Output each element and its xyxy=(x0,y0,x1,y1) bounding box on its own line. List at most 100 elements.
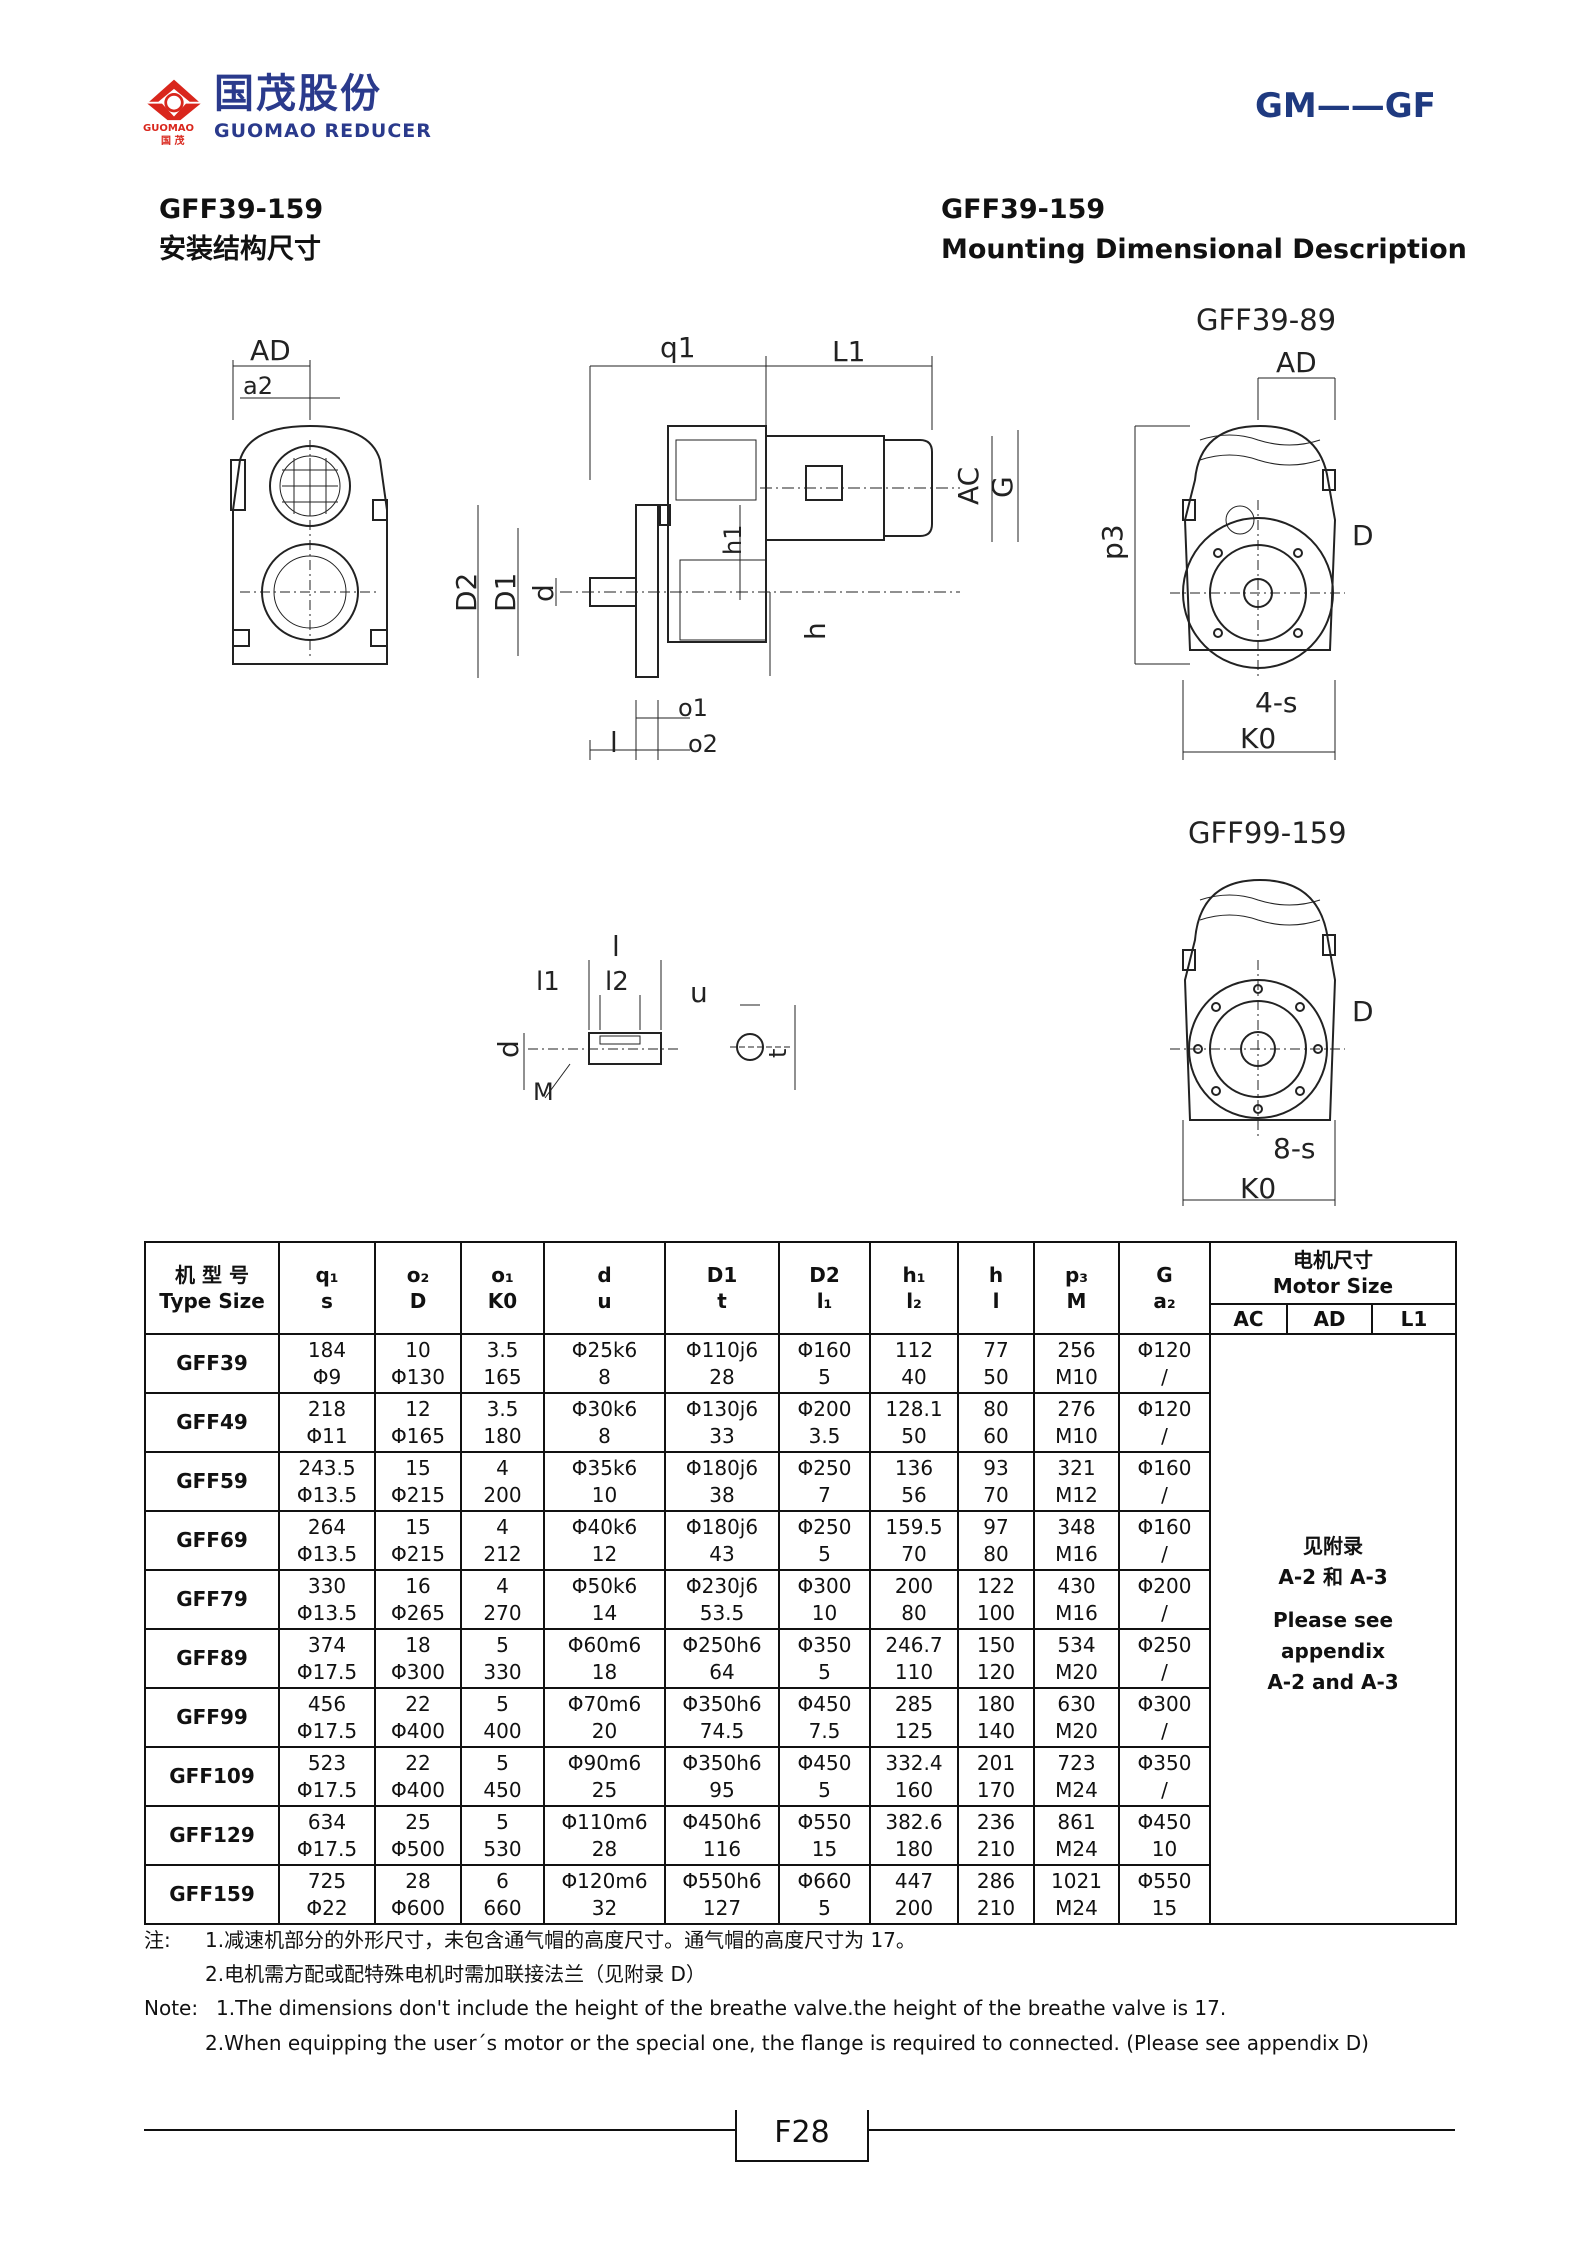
label-l: l xyxy=(610,726,618,759)
cell-top: Φ110m6 xyxy=(561,1809,648,1834)
cell-top: 128.1 xyxy=(885,1396,943,1421)
label-4s: 4-s xyxy=(1255,686,1298,719)
cell-top: Φ450 xyxy=(1137,1809,1192,1834)
label-d-bottom: D xyxy=(1352,995,1374,1028)
cell-bottom: / xyxy=(1161,1423,1168,1448)
cell-bottom: 10 xyxy=(811,1600,838,1625)
cell-bottom: 20 xyxy=(591,1718,618,1743)
cell-top: 6 xyxy=(496,1868,509,1893)
cell-top: 456 xyxy=(307,1691,347,1716)
cell-top: 15 xyxy=(405,1514,431,1539)
table-cell: Φ300/ xyxy=(1118,1687,1211,1748)
cell-top: Φ60m6 xyxy=(567,1632,642,1657)
technical-drawings: AD a2 q1 L1 AC G h1 h D2 D1 d o1 o2 l GF… xyxy=(230,303,1374,1206)
cell-top: Φ250 xyxy=(797,1455,852,1480)
cell-top: Φ300 xyxy=(797,1573,852,1598)
column-header-bottom: D xyxy=(409,1289,427,1313)
motor-size-note: 见附录 A-2 和 A-3 Please see appendix A-2 an… xyxy=(1208,1333,1458,1925)
cell-top: Φ550h6 xyxy=(682,1868,762,1893)
cell-bottom: 8 xyxy=(598,1364,611,1389)
cell-top: 630 xyxy=(1057,1691,1096,1716)
cell-top: Φ550 xyxy=(797,1809,852,1834)
cell-bottom: 210 xyxy=(976,1836,1016,1861)
cell-top: Φ250h6 xyxy=(682,1632,762,1657)
label-d: d xyxy=(527,584,560,602)
cell-bottom: 100 xyxy=(976,1600,1016,1625)
cell-top: Φ450h6 xyxy=(682,1809,762,1834)
note-cn-2: 2.电机需方配或配特殊电机时需加联接法兰（见附录 D） xyxy=(205,1962,706,1986)
cell-bottom: 5 xyxy=(818,1541,831,1566)
cell-top: Φ180j6 xyxy=(685,1455,759,1480)
cell-bottom: 15 xyxy=(811,1836,838,1861)
cell-top: Φ450 xyxy=(797,1750,852,1775)
column-header-top: h₁ xyxy=(902,1263,926,1287)
cell-bottom: 5 xyxy=(818,1777,831,1802)
cell-top: Φ250 xyxy=(797,1514,852,1539)
cell-bottom: M24 xyxy=(1055,1777,1098,1802)
title-left-model: GFF39-159 xyxy=(159,194,324,225)
shaft-label-l1: l1 xyxy=(536,967,560,997)
cell-top: 159.5 xyxy=(885,1514,943,1539)
cell-top: Φ350 xyxy=(1137,1750,1192,1775)
table-cell: Φ200/ xyxy=(1118,1569,1211,1630)
note-cn-label: 注: xyxy=(144,1928,171,1952)
column-header-bottom: a₂ xyxy=(1153,1289,1176,1313)
cell-top: Φ350 xyxy=(797,1632,852,1657)
title-right-desc: Mounting Dimensional Description xyxy=(941,234,1467,265)
shaft-label-d: d xyxy=(492,1040,525,1058)
title-left: GFF39-159 安装结构尺寸 xyxy=(159,190,323,270)
cell-top: 25 xyxy=(405,1809,431,1834)
cell-top: 430 xyxy=(1057,1573,1096,1598)
cell-bottom: 180 xyxy=(483,1423,522,1448)
column-header-bottom: M xyxy=(1066,1289,1087,1313)
table-cell: Φ120/ xyxy=(1118,1392,1211,1453)
cell-top: 3.5 xyxy=(486,1396,519,1421)
type-size: GFF79 xyxy=(144,1569,280,1630)
motor-note-en3: A-2 and A-3 xyxy=(1267,1669,1399,1694)
cell-bottom: Φ600 xyxy=(391,1895,445,1920)
type-size: GFF99 xyxy=(144,1687,280,1748)
cell-top: Φ450 xyxy=(797,1691,852,1716)
shaft-label-t: t xyxy=(764,1049,792,1058)
cell-bottom: 14 xyxy=(591,1600,618,1625)
side-view-drawing xyxy=(477,356,1019,760)
cell-top: 184 xyxy=(307,1337,347,1362)
end-view-gff99-159-drawing xyxy=(1170,878,1345,1206)
cell-bottom: 160 xyxy=(894,1777,934,1802)
label-o2: o2 xyxy=(688,730,718,758)
column-header-bottom: l₁ xyxy=(816,1289,833,1313)
motor-note-cn1: 见附录 xyxy=(1303,1533,1364,1558)
label-h1: h1 xyxy=(719,525,747,555)
cell-top: 634 xyxy=(307,1809,347,1834)
guomao-logo-mark-icon xyxy=(147,79,201,121)
